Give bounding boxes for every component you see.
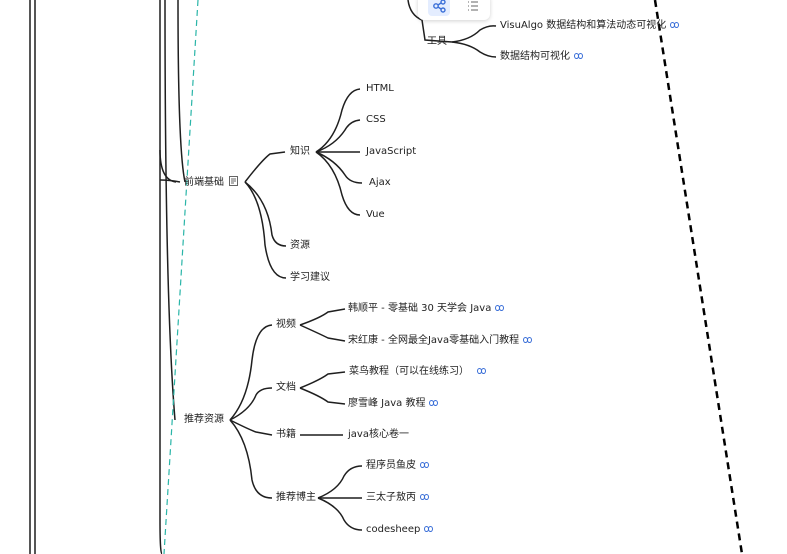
node-blogger-codesheep[interactable]: codesheep [366, 523, 434, 537]
node-learning-advice[interactable]: 学习建议 [290, 272, 330, 283]
edge-video-1 [299, 308, 346, 326]
edge-rec-video [229, 324, 273, 421]
view-toolbar [418, 0, 490, 20]
link-icon[interactable] [424, 526, 434, 532]
node-blogger-aobing[interactable]: 三太子敖丙 [366, 491, 429, 505]
link-icon[interactable] [420, 494, 429, 500]
node-knowledge[interactable]: 知识 [290, 146, 310, 157]
link-icon[interactable] [670, 22, 680, 28]
node-ajax[interactable]: Ajax [369, 177, 391, 188]
edge-frontend-resources [244, 181, 287, 247]
node-docs[interactable]: 文档 [276, 382, 296, 393]
node-book-core-java[interactable]: java核心卷一 [348, 429, 409, 440]
list-outline-icon[interactable] [462, 0, 484, 16]
node-docs-liaoxuefeng[interactable]: 廖雪峰 Java 教程 [348, 397, 439, 411]
mindmap-layout-icon[interactable] [428, 0, 450, 16]
node-blogger-yupi[interactable]: 程序员鱼皮 [366, 459, 429, 473]
edge-tools-ds [451, 41, 497, 58]
edge-knowledge-vue [315, 151, 361, 216]
link-icon[interactable] [477, 368, 486, 374]
edge-rec-books [229, 419, 273, 436]
edge-docs-2 [299, 387, 346, 405]
branch-frontend-top [177, 0, 186, 183]
node-video[interactable]: 视频 [276, 319, 296, 330]
node-html[interactable]: HTML [366, 83, 394, 94]
node-vue[interactable]: Vue [366, 209, 385, 220]
node-bloggers[interactable]: 推荐博主 [276, 492, 316, 503]
node-visualgo[interactable]: VisuAlgo 数据结构和算法动态可视化 [500, 19, 680, 33]
branch-recommended [164, 0, 176, 421]
edge-knowledge-css [315, 119, 361, 153]
node-video-songhongkang[interactable]: 宋红康 - 全网最全Java零基础入门教程 [348, 334, 533, 348]
branch-tools [407, 0, 453, 43]
edge-frontend-knowledge [244, 151, 286, 183]
node-ds-visualization[interactable]: 数据结构可视化 [500, 50, 583, 64]
edge-frontend-advice [244, 181, 287, 279]
link-icon[interactable] [574, 53, 583, 59]
edge-tools-visualgo [451, 25, 497, 43]
edge-video-2 [299, 324, 346, 342]
edge-rec-bloggers [229, 419, 273, 499]
edge-knowledge-html [315, 88, 361, 153]
branch-frontend-curve [159, 149, 177, 183]
edge-docs-1 [299, 371, 346, 389]
node-tools[interactable]: 工具 [427, 36, 447, 47]
edge-knowledge-ajax [315, 151, 363, 184]
link-icon[interactable] [523, 337, 533, 343]
link-icon[interactable] [420, 462, 429, 468]
node-javascript[interactable]: JavaScript [366, 146, 417, 157]
main-spine [159, 0, 163, 554]
edge-bloggers-3 [317, 497, 363, 531]
teal-dashed-guide [163, 0, 199, 554]
edge-rec-docs [229, 387, 273, 421]
node-resources[interactable]: 资源 [290, 240, 310, 251]
node-css[interactable]: CSS [366, 114, 386, 125]
node-recommended-resources[interactable]: 推荐资源 [184, 414, 224, 425]
note-icon[interactable] [229, 176, 238, 186]
black-dashed-boundary [653, 0, 744, 554]
node-video-hanshunping[interactable]: 韩顺平 - 零基础 30 天学会 Java [348, 302, 505, 316]
link-icon[interactable] [495, 305, 505, 311]
edge-bloggers-1 [317, 465, 363, 499]
node-frontend-basics[interactable]: 前端基础 [184, 176, 238, 190]
node-docs-runoob[interactable]: 菜鸟教程（可以在线练习） [349, 365, 486, 379]
link-icon[interactable] [429, 400, 439, 406]
node-books[interactable]: 书籍 [276, 429, 296, 440]
